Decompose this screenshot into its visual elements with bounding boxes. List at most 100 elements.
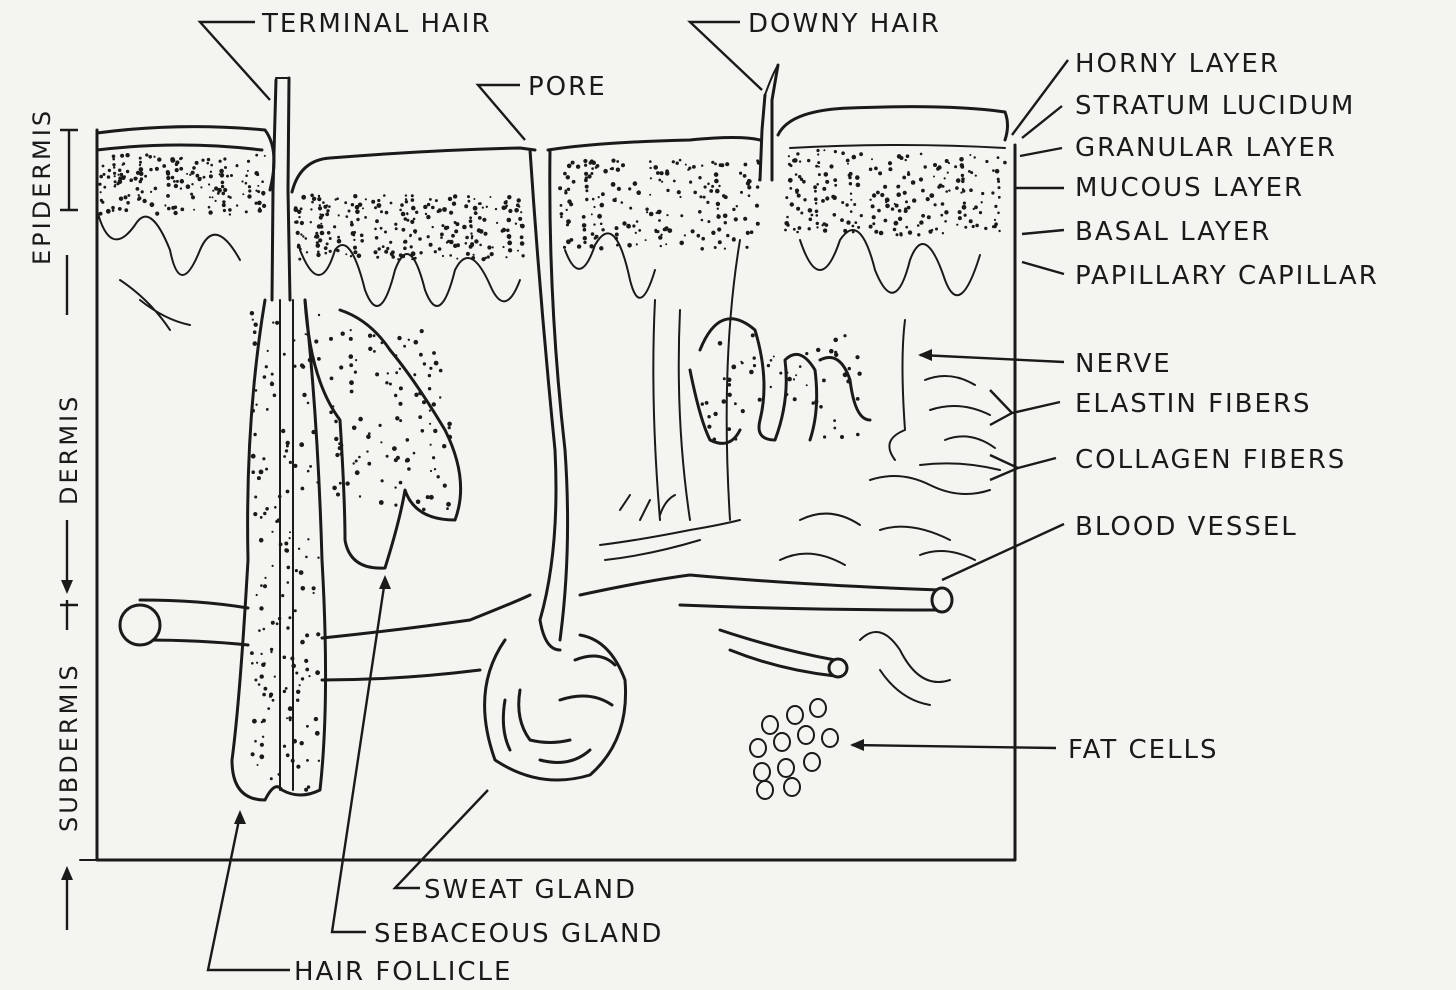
stipple-dot: [251, 752, 255, 756]
stipple-dot: [99, 175, 103, 179]
stipple-dot: [309, 465, 312, 468]
stipple-dot: [258, 207, 261, 210]
stipple-dot: [223, 209, 226, 212]
stipple-dot: [155, 212, 159, 216]
stipple-dot: [576, 165, 580, 169]
stipple-dot: [265, 507, 269, 511]
stipple-dot: [112, 158, 115, 161]
stipple-dot: [286, 626, 289, 629]
stipple-dot: [857, 372, 861, 376]
stipple-dot: [843, 229, 847, 233]
stipple-dot: [176, 180, 179, 183]
stipple-dot: [626, 224, 631, 229]
stipple-dot: [247, 194, 251, 198]
stipple-dot: [814, 190, 817, 193]
stipple-dot: [589, 244, 593, 248]
stipple-dot: [271, 531, 273, 533]
stipple-dot: [227, 195, 230, 198]
stipple-dot: [874, 167, 878, 171]
stipple-dot: [365, 198, 367, 200]
stipple-dot: [852, 155, 857, 160]
sebaceous-gland: [305, 300, 461, 568]
stipple-dot: [566, 223, 569, 226]
stipple-dot: [940, 214, 943, 217]
stipple-dot: [312, 586, 316, 590]
stipple-dot: [262, 204, 266, 208]
stipple-dot: [219, 169, 224, 174]
stipple-dot: [426, 215, 430, 219]
stipple-dot: [855, 175, 860, 180]
stipple-dot: [599, 246, 603, 250]
stipple-dot: [263, 512, 266, 515]
stipple-dot: [793, 397, 797, 401]
stipple-dot: [741, 362, 744, 365]
stipple-dot: [832, 195, 837, 200]
stipple-dot: [136, 172, 139, 175]
stipple-dot: [717, 208, 719, 210]
stipple-dot: [402, 228, 406, 232]
stipple-dot: [382, 245, 385, 248]
sweat-duct: [530, 150, 568, 650]
stipple-dot: [621, 201, 624, 204]
stipple-dot: [180, 187, 182, 189]
stipple-dot: [379, 500, 384, 505]
stipple-dot: [124, 208, 128, 212]
stipple-dot: [304, 659, 308, 663]
stipple-dot: [208, 206, 211, 209]
stipple-dot: [679, 159, 682, 162]
stipple-dot: [208, 210, 212, 214]
stipple-dot: [994, 205, 997, 208]
stipple-dot: [658, 179, 661, 182]
stipple-dot: [684, 234, 686, 236]
stipple-dot: [336, 249, 339, 252]
stipple-dot: [566, 175, 570, 179]
stipple-dot: [998, 230, 1000, 232]
stipple-dot: [718, 185, 720, 187]
stipple-dot: [891, 207, 894, 210]
stipple-dot: [517, 198, 521, 202]
stipple-dot: [448, 197, 452, 201]
stipple-dot: [167, 183, 171, 187]
stipple-dot: [998, 186, 1001, 189]
stipple-dot: [288, 616, 291, 619]
stipple-dot: [846, 220, 850, 224]
stipple-dot: [788, 155, 790, 157]
stipple-dot: [299, 684, 301, 686]
stipple-dot: [893, 228, 897, 232]
stipple-dot: [411, 251, 416, 256]
stipple-dot: [707, 425, 711, 429]
stipple-dot: [900, 156, 904, 160]
stipple-dot: [590, 159, 594, 163]
stipple-dot: [385, 381, 388, 384]
stipple-dot: [734, 217, 738, 221]
stipple-dot: [374, 250, 378, 254]
stipple-dot: [558, 186, 562, 190]
stipple-dot: [318, 206, 322, 210]
stipple-dot: [993, 225, 997, 229]
stipple-dot: [666, 214, 668, 216]
stipple-dot: [374, 228, 377, 231]
stipple-dot: [395, 354, 397, 356]
stipple-dot: [823, 222, 826, 225]
stipple-dot: [713, 438, 717, 442]
stipple-dot: [438, 247, 442, 251]
stipple-dot: [563, 172, 567, 176]
stipple-dot: [254, 679, 257, 682]
stipple-dot: [368, 432, 371, 435]
stipple-dot: [295, 672, 298, 675]
stipple-dot: [247, 160, 250, 163]
stipple-dot: [320, 225, 324, 229]
stipple-dot: [489, 196, 491, 198]
stipple-dot: [506, 229, 510, 233]
stipple-dot: [716, 202, 720, 206]
stipple-dot: [358, 417, 363, 422]
stipple-dot: [470, 232, 472, 234]
stipple-dot: [728, 383, 732, 387]
stipple-dot: [390, 202, 393, 205]
stipple-dot: [357, 254, 362, 259]
stipple-dot: [650, 177, 652, 179]
stipple-dot: [429, 423, 431, 425]
stipple-dot: [399, 481, 403, 485]
stipple-dot: [111, 206, 115, 210]
stipple-dot: [173, 211, 177, 215]
